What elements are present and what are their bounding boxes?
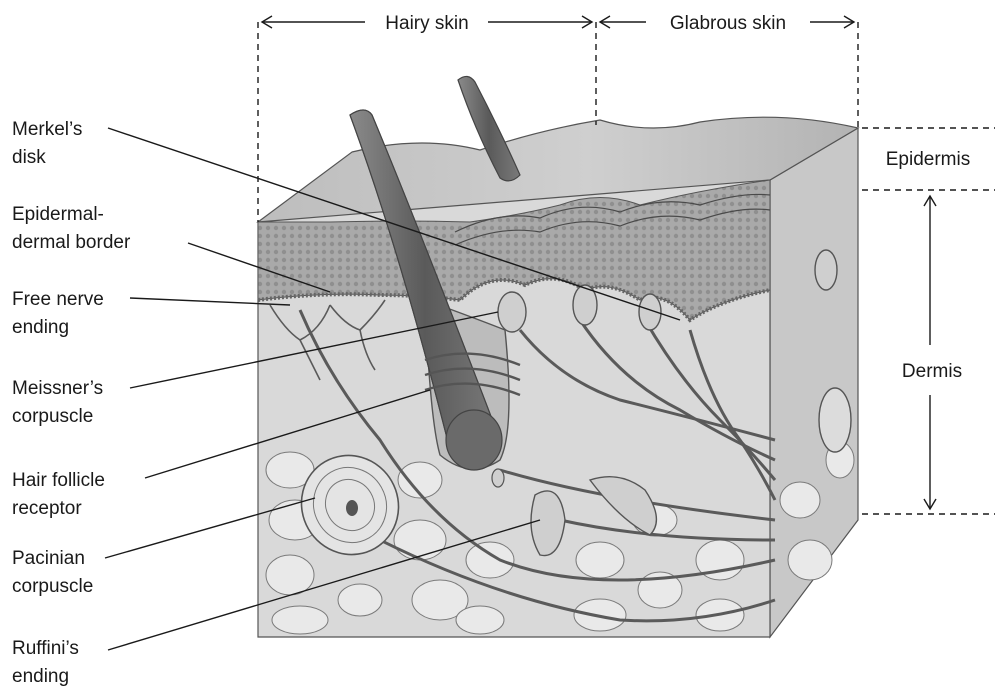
skin-block <box>258 76 858 637</box>
receptor-label-line2: ending <box>12 317 69 338</box>
receptor-label-line1: Merkel’s <box>12 119 82 140</box>
receptor-label-line1: Epidermal- <box>12 204 104 225</box>
receptor-label-line1: Meissner’s <box>12 378 103 399</box>
receptor-label-line1: Hair follicle <box>12 470 105 491</box>
glabrous-skin-label: Glabrous skin <box>670 13 786 34</box>
hairy-skin-label: Hairy skin <box>385 13 468 34</box>
receptor-label-line2: ending <box>12 666 69 687</box>
receptor-label-line1: Free nerve <box>12 289 104 310</box>
receptor-label-line2: corpuscle <box>12 576 93 597</box>
epidermis-label: Epidermis <box>886 149 970 170</box>
side-dimension: Epidermis Dermis <box>862 128 995 514</box>
receptor-label-line2: disk <box>12 147 46 168</box>
receptor-label-line2: dermal border <box>12 232 131 253</box>
receptor-labels: Merkel’s disk Epidermal- dermal border F… <box>12 119 131 687</box>
receptor-label-line2: receptor <box>12 498 82 519</box>
receptor-label-line1: Ruffini’s <box>12 638 79 659</box>
dermis-label: Dermis <box>902 361 962 382</box>
receptor-label-line2: corpuscle <box>12 406 93 427</box>
receptor-label-line1: Pacinian <box>12 548 85 569</box>
